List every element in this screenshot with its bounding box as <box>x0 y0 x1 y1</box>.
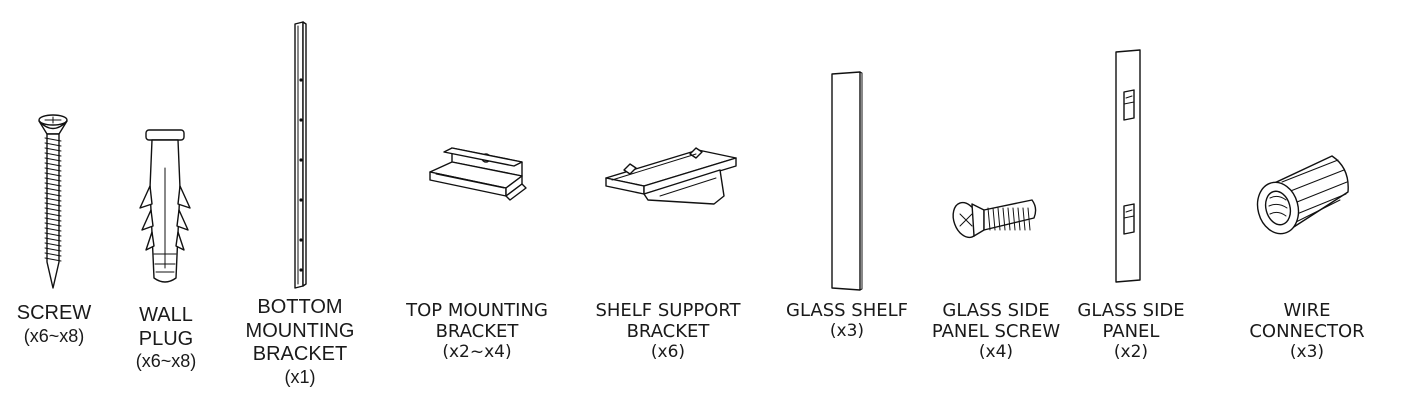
glass-shelf-label: GLASS SHELF (x3) <box>774 300 920 341</box>
part-name-line: PLUG <box>138 327 194 350</box>
part-quantity: (x6) <box>650 342 686 363</box>
part-name-line: CONNECTOR <box>1249 321 1365 343</box>
wall-plug-label: WALL PLUG (x6~x8) <box>118 304 214 372</box>
glass-side-panel-screw-label: GLASS SIDE PANEL SCREW (x4) <box>928 300 1064 363</box>
shelf-support-bracket-label: SHELF SUPPORT BRACKET (x6) <box>584 300 752 363</box>
bottom-mounting-bracket-label: BOTTOM MOUNTING BRACKET (x1) <box>232 296 368 388</box>
part-name-line: GLASS SHELF <box>786 300 908 321</box>
part-name-line: BRACKET <box>626 321 710 343</box>
part-quantity: (x6~x8) <box>23 325 85 346</box>
part-quantity: (x3) <box>1289 342 1325 363</box>
part-name-line: SCREW <box>16 302 92 324</box>
wall-plug-icon <box>139 129 191 283</box>
part-name-line: GLASS SIDE <box>1077 300 1185 321</box>
top-mounting-bracket-label: TOP MOUNTING BRACKET (x2~x4) <box>394 300 560 363</box>
glass-side-panel-icon <box>1115 49 1141 283</box>
part-name-line: GLASS SIDE <box>942 300 1050 321</box>
screw-label: SCREW (x6~x8) <box>8 302 100 347</box>
part-name-line: SHELF SUPPORT <box>595 300 741 321</box>
part-name-line: BRACKET <box>435 321 519 343</box>
part-quantity: (x1) <box>284 366 316 387</box>
wire-connector-icon <box>1256 155 1349 235</box>
part-quantity: (x2) <box>1113 342 1149 363</box>
wire-connector-label: WIRE CONNECTOR (x3) <box>1236 300 1378 363</box>
part-name-line: BOTTOM <box>257 296 343 318</box>
part-name-line: WALL <box>139 304 193 326</box>
part-name-line: PANEL SCREW <box>931 321 1061 343</box>
part-quantity: (x3) <box>829 321 865 342</box>
part-name-line: MOUNTING <box>245 319 355 342</box>
part-name-line: TOP MOUNTING <box>406 300 548 321</box>
shelf-support-bracket-icon <box>605 147 737 205</box>
part-quantity: (x4) <box>978 342 1014 363</box>
part-name-line: PANEL <box>1102 321 1160 343</box>
part-quantity: (x6~x8) <box>135 351 197 372</box>
screw-icon <box>38 114 68 289</box>
glass-side-panel-label: GLASS SIDE PANEL (x2) <box>1066 300 1196 363</box>
bottom-mounting-bracket-icon <box>294 21 307 289</box>
part-quantity: (x2~x4) <box>442 342 512 363</box>
glass-shelf-icon <box>831 71 863 291</box>
glass-side-panel-screw-icon <box>952 199 1037 239</box>
part-name-line: BRACKET <box>252 343 348 366</box>
part-name-line: WIRE <box>1283 300 1331 321</box>
top-mounting-bracket-icon <box>429 147 527 201</box>
